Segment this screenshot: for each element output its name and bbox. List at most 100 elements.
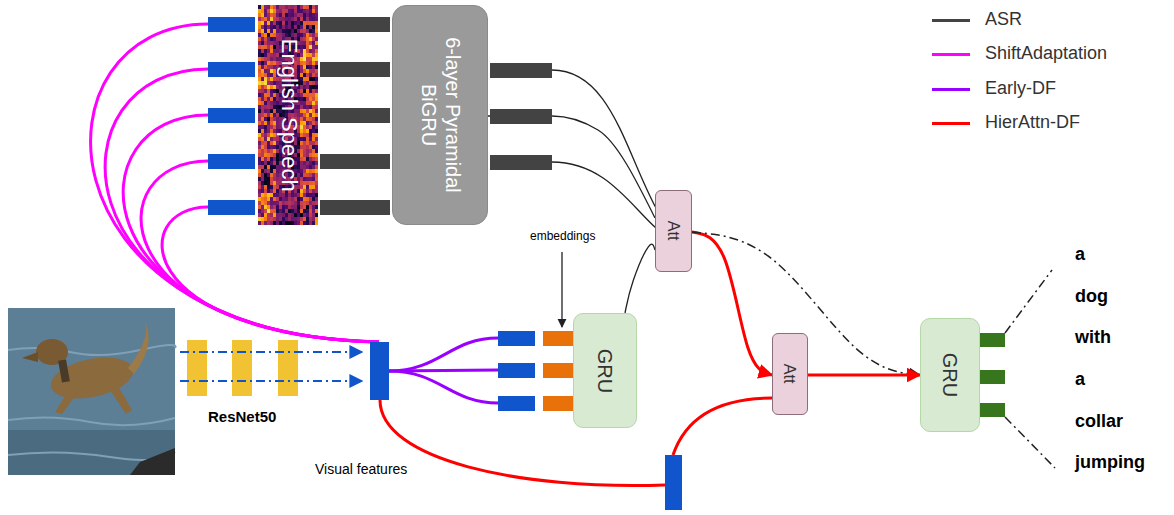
spectrogram xyxy=(285,197,288,201)
spectrogram xyxy=(261,117,264,121)
spectrogram xyxy=(315,101,318,105)
spectrogram xyxy=(276,209,279,213)
decoder-output-vector xyxy=(978,370,1005,384)
spectrogram xyxy=(264,77,267,81)
spectrogram xyxy=(270,205,273,209)
resnet-arrow xyxy=(180,380,362,382)
spectrogram xyxy=(258,209,261,213)
spectrogram xyxy=(279,17,282,21)
spectrogram xyxy=(315,65,318,69)
spectrogram xyxy=(315,133,318,137)
spectrogram xyxy=(312,25,315,29)
spectrogram xyxy=(309,49,312,53)
spectrogram xyxy=(315,81,318,85)
legend-label: Early-DF xyxy=(985,78,1056,100)
spectrogram xyxy=(261,209,264,213)
spectrogram xyxy=(285,201,288,205)
spectrogram xyxy=(309,65,312,69)
spectrogram xyxy=(303,129,306,133)
spectrogram xyxy=(282,25,285,29)
spectrogram xyxy=(312,121,315,125)
spectrogram xyxy=(282,197,285,201)
legend-swatch xyxy=(932,19,970,22)
spectrogram xyxy=(306,173,309,177)
spectrogram xyxy=(306,125,309,129)
spectrogram xyxy=(258,193,261,197)
spectrogram xyxy=(276,205,279,209)
spectrogram xyxy=(312,221,315,225)
spectrogram xyxy=(285,193,288,197)
spectrogram xyxy=(303,113,306,117)
encoder-output-vector xyxy=(490,155,552,170)
spectrogram xyxy=(315,57,318,61)
spectrogram xyxy=(270,25,273,29)
spectrogram xyxy=(279,221,282,225)
spectrogram xyxy=(267,217,270,221)
spectrogram xyxy=(294,33,297,37)
spectrogram xyxy=(309,129,312,133)
spectrogram xyxy=(261,157,264,161)
spectrogram xyxy=(315,189,318,193)
spectrogram xyxy=(291,221,294,225)
spectrogram xyxy=(261,41,264,45)
spectrogram xyxy=(276,21,279,25)
spectrogram xyxy=(312,157,315,161)
spectrogram xyxy=(312,81,315,85)
spectrogram xyxy=(273,53,276,57)
spectrogram xyxy=(270,29,273,33)
spectrogram xyxy=(306,53,309,57)
resnet-feature-map xyxy=(278,340,298,396)
spectrogram xyxy=(270,37,273,41)
spectrogram xyxy=(315,161,318,165)
spectrogram xyxy=(312,101,315,105)
spectrogram xyxy=(303,49,306,53)
spectrogram xyxy=(312,189,315,193)
spectrogram xyxy=(294,193,297,197)
spectrogram xyxy=(273,65,276,69)
spectrogram xyxy=(258,125,261,129)
spectrogram xyxy=(267,165,270,169)
spectrogram xyxy=(303,53,306,57)
spectrogram xyxy=(282,221,285,225)
spectrogram xyxy=(258,5,261,9)
output-word: a xyxy=(1075,244,1085,266)
spectrogram xyxy=(270,105,273,109)
connector xyxy=(808,374,920,377)
spectrogram xyxy=(315,25,318,29)
spectrogram xyxy=(303,93,306,97)
spectrogram xyxy=(303,153,306,157)
spectrogram xyxy=(261,165,264,169)
spectrogram xyxy=(273,205,276,209)
spectrogram xyxy=(303,9,306,13)
spectrogram xyxy=(306,149,309,153)
spectrogram xyxy=(309,21,312,25)
spectrogram xyxy=(261,53,264,57)
spectrogram xyxy=(312,5,315,9)
output-word: a xyxy=(1075,369,1085,391)
spectrogram xyxy=(261,197,264,201)
spectrogram xyxy=(309,89,312,93)
spectrogram xyxy=(282,29,285,33)
spectrogram xyxy=(264,149,267,153)
spectrogram xyxy=(258,41,261,45)
spectrogram xyxy=(303,85,306,89)
spectrogram xyxy=(306,161,309,165)
spectrogram xyxy=(285,209,288,213)
spectrogram xyxy=(303,181,306,185)
spectrogram xyxy=(270,189,273,193)
spectrogram xyxy=(291,213,294,217)
early-df-line xyxy=(389,338,498,371)
spectrogram xyxy=(276,33,279,37)
spectrogram xyxy=(300,197,303,201)
spectrogram xyxy=(315,113,318,117)
spectrogram xyxy=(267,21,270,25)
spectrogram xyxy=(261,13,264,17)
spectrogram xyxy=(270,17,273,21)
spectrogram xyxy=(312,177,315,181)
spectrogram xyxy=(279,201,282,205)
spectrogram xyxy=(258,165,261,169)
asr-line xyxy=(552,70,656,228)
spectrogram xyxy=(315,197,318,201)
spectrogram xyxy=(294,197,297,201)
spectrogram xyxy=(267,61,270,65)
